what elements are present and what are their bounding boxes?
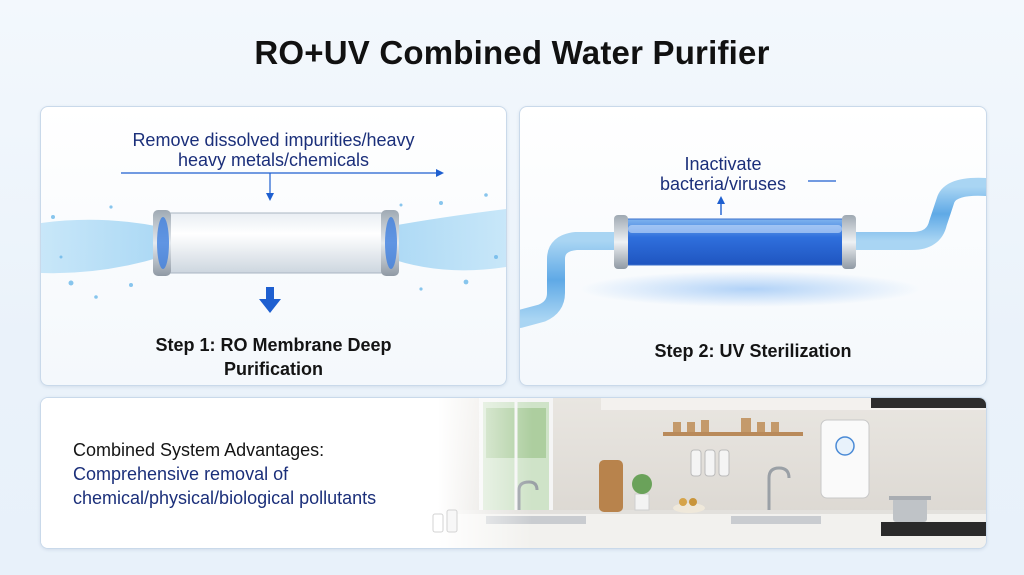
uv-lamp-illustration xyxy=(520,177,986,328)
step2-panel: Inactivate bacteria/viruses Step 2: UV S… xyxy=(519,106,987,386)
down-arrow-icon xyxy=(259,287,281,313)
ro-membrane-illustration xyxy=(41,169,506,313)
advantages-line2: chemical/physical/biological pollutants xyxy=(73,488,377,508)
step1-label-line2: Purification xyxy=(223,359,323,379)
water-splash-droplets xyxy=(51,193,498,299)
page-title: RO+UV Combined Water Purifier xyxy=(254,34,770,71)
step1-panel: Remove dissolved impurities/heavy heavy … xyxy=(40,106,507,386)
kitchen-scene-illustration xyxy=(41,398,986,548)
advantages-panel: Combined System Advantages: Comprehensiv… xyxy=(40,397,987,549)
outlet-pipe xyxy=(837,177,986,250)
up-arrow-icon xyxy=(717,196,725,215)
step1-caption-line1: Remove dissolved impurities/heavy xyxy=(132,130,415,150)
step1-label-line1: Step 1: RO Membrane Deep xyxy=(155,335,392,355)
step1-caption-line2: heavy metals/chemicals xyxy=(177,150,370,170)
ro-cartridge xyxy=(162,212,389,274)
advantages-heading: Combined System Advantages: xyxy=(73,440,325,460)
inlet-pipe xyxy=(520,232,631,328)
step2-caption-line2: bacteria/viruses xyxy=(659,174,787,194)
advantages-line1: Comprehensive removal of xyxy=(73,464,289,484)
step2-label: Step 2: UV Sterilization xyxy=(654,341,852,361)
step2-caption-line1: Inactivate xyxy=(684,154,762,174)
